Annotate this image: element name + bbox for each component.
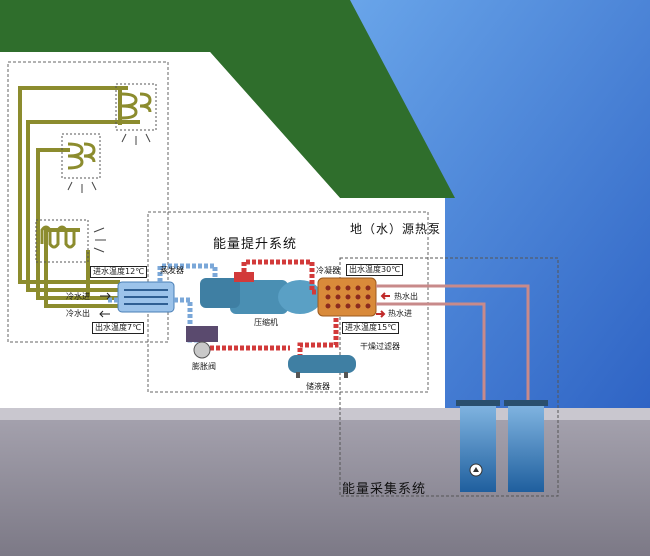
ground-top-band	[0, 408, 650, 420]
fan-coil-unit-2	[61, 133, 101, 193]
heat-pump-box	[339, 257, 559, 497]
hot-water-in-label: 热水进	[388, 309, 412, 318]
cold-water-in-arrow	[100, 292, 111, 300]
fan-coil-unit-3	[35, 219, 106, 263]
hot-water-out-arrow	[380, 292, 390, 300]
indoor-terminal-box	[7, 61, 169, 343]
ground-region	[0, 408, 650, 556]
condenser-unit	[317, 277, 377, 317]
hot-refrigerant-pipes	[210, 259, 339, 355]
fan-coil-unit-1	[115, 83, 157, 145]
evaporator-label: 蒸发器	[160, 266, 184, 275]
coil-pipes	[18, 86, 140, 308]
outlet-temp-30-label: 出水温度30℃	[346, 264, 404, 276]
filter-drier-label: 干燥过滤器	[360, 342, 400, 351]
outlet-temp-7-label: 出水温度7℃	[92, 322, 145, 334]
energy-boost-system-title: 能量提升系统	[213, 237, 298, 252]
ground-water-heat-pump-title: 地（水）源热泵	[350, 222, 442, 236]
inlet-temp-15-label: 进水温度15℃	[342, 322, 400, 334]
evaporator-unit	[117, 281, 175, 313]
well-2	[504, 400, 548, 492]
condenser-label: 冷凝器	[316, 266, 340, 275]
compressor-label: 压缩机	[254, 318, 278, 327]
expansion-valve-label: 膨胀阀	[192, 362, 216, 371]
hot-water-in-arrow	[376, 310, 386, 318]
receiver-tank	[288, 355, 356, 378]
well-1	[456, 400, 500, 492]
hot-water-out-label: 热水出	[394, 292, 418, 301]
expansion-valve	[186, 326, 218, 359]
cold-water-in-label: 冷水进	[66, 292, 90, 301]
energy-collection-system-title: 能量采集系统	[342, 482, 427, 497]
house-roof	[0, 0, 455, 198]
receiver-label: 储液器	[306, 382, 330, 391]
inlet-temp-12-label: 进水温度12℃	[90, 266, 148, 278]
cold-water-out-label: 冷水出	[66, 309, 90, 318]
cold-water-out-arrow	[99, 310, 110, 318]
